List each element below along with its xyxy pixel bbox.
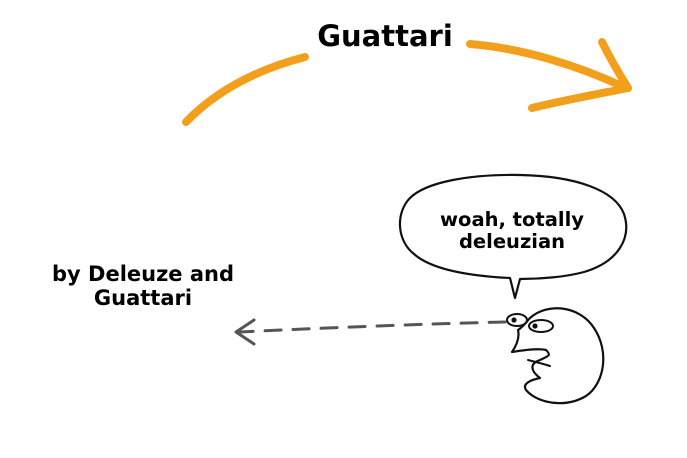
side-caption: by Deleuze and Guattari (51, 262, 235, 311)
orange-arc-right (466, 40, 630, 92)
orange-arrowhead-upper (598, 38, 632, 92)
speech-bubble-text: woah, totally deleuzian (440, 208, 584, 254)
speech-bubble-outline (398, 173, 628, 300)
right-pupil (532, 323, 538, 329)
dashed-left-arrow-icon (234, 318, 507, 346)
doodle-face-icon (506, 307, 605, 405)
mouth (527, 359, 551, 367)
curved-orange-arrow-icon (182, 38, 632, 126)
dashed-gaze-line (238, 320, 507, 334)
left-pupil (511, 317, 517, 323)
speech-bubble-icon (398, 173, 628, 300)
top-label: Guattari (317, 19, 453, 53)
orange-arrowhead-lower (528, 84, 632, 112)
orange-arc-left (182, 53, 309, 126)
left-eye (506, 313, 528, 327)
dashed-arrowhead (234, 318, 256, 346)
right-eye (528, 319, 554, 333)
